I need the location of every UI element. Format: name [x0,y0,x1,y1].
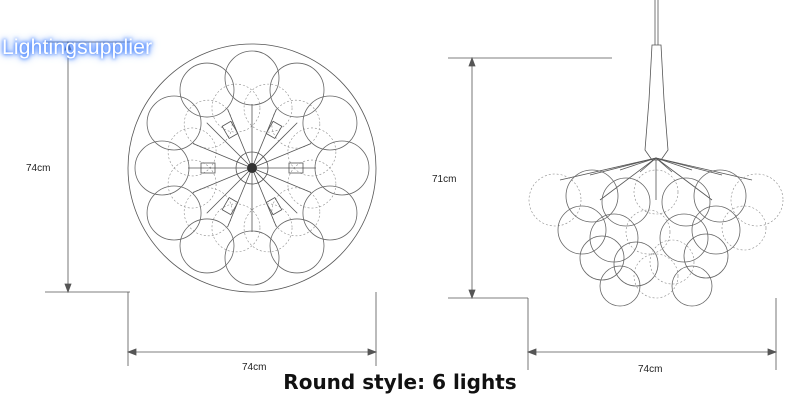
arm-line [251,143,312,169]
arm-line [251,167,312,193]
left-width-label: 74cm [242,362,267,373]
globe-outline [721,205,767,251]
arm-line [655,157,693,171]
globe-outline-back [287,127,337,177]
arm-line [206,122,253,169]
globe-outline [601,177,651,227]
arm-line [251,122,298,169]
right-width-label: 74cm [638,364,663,375]
socket-icon [221,120,239,140]
socket-icon [265,120,283,140]
arm-line [251,167,298,214]
globe-outline-back [167,127,217,177]
side-view-drawing [528,0,784,307]
watermark: Lightingsupplier [2,36,153,59]
globe-outline [691,205,741,255]
globe-outline-back [271,187,321,237]
arm-line [206,167,253,214]
socket-icon [221,196,239,216]
arm-line [192,143,253,169]
globe-outline [671,265,713,307]
left-width-dimension [126,292,378,366]
globe-outline [661,177,711,227]
right-height-dimension [448,56,612,300]
top-view-drawing [127,43,377,293]
globe-outline [302,95,358,151]
socket-icon [265,196,283,216]
arm-line [251,167,277,228]
globe-outline-back [167,159,217,209]
outer-boundary-circle [127,43,377,293]
globe-outline [179,218,235,274]
globe-outline [659,213,709,263]
globe-outline [557,205,607,255]
globe-outline [633,169,679,215]
globe-outline [599,265,641,307]
globe-outline-back [243,203,293,253]
socket-icon [200,162,216,174]
globe-outline-back [211,203,261,253]
globe-outline-back [211,83,261,133]
center-hub-ring [235,151,269,185]
arm-line [655,157,713,201]
side-view-arms [559,157,753,201]
caption: Round style: 6 lights [283,370,517,394]
globe-outline [179,62,235,118]
socket-icon [288,162,304,174]
arm-line [655,157,753,181]
arm-line [619,157,657,171]
top-view-arms [188,104,316,232]
globe-outline [649,239,695,285]
globe-outline [528,173,582,227]
left-height-label: 74cm [26,163,51,174]
arm-line [227,108,253,169]
globe-outline-back [243,83,293,133]
globe-outline [693,169,747,223]
left-height-dimension [45,40,130,294]
top-view-sockets [200,120,304,216]
canopy-stem [644,44,669,161]
globe-outline-back [287,159,337,209]
arm-line [599,157,657,201]
globe-outline [565,169,619,223]
globe-outline [146,95,202,151]
right-width-dimension [526,298,778,370]
globe-outline [730,173,784,227]
globe-outline [625,209,671,255]
right-height-label: 71cm [432,174,457,185]
arm-line [559,157,657,181]
globe-outline [269,62,325,118]
globe-outline [613,241,659,287]
globe-outline [269,218,325,274]
center-hub [247,163,257,173]
globe-outline-back [271,99,321,149]
globe-outline [579,235,625,281]
globe-outline [146,185,202,241]
globe-outline [683,233,729,279]
arm-line [192,167,253,193]
globe-outline [302,185,358,241]
globe-outline [633,253,679,299]
arm-line [251,108,277,169]
arm-line [589,157,657,176]
side-view-globes [528,169,784,307]
globe-outline [589,213,639,263]
arm-line [227,167,253,228]
